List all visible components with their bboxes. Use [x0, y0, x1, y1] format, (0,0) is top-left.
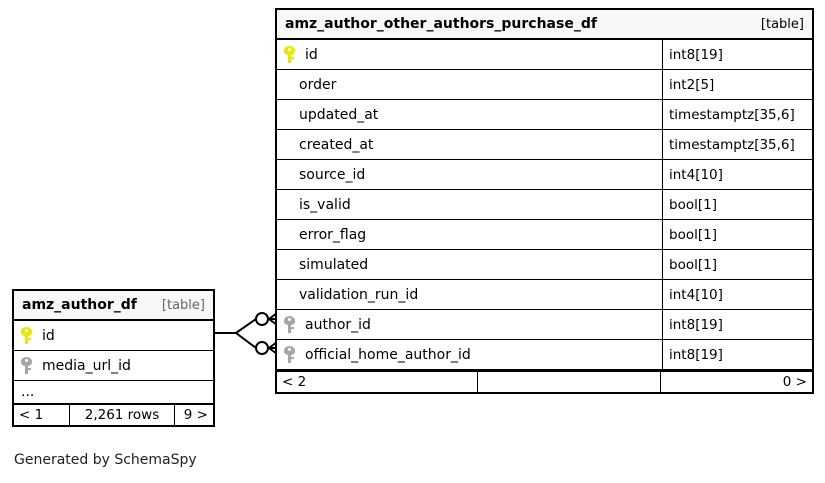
column-type: bool[1]: [662, 190, 812, 219]
table-row[interactable]: error_flag bool[1]: [277, 220, 812, 250]
more-columns-indicator: ...: [21, 384, 35, 400]
column-name-cell: official_home_author_id: [277, 340, 662, 369]
table-row[interactable]: official_home_author_id int8[19]: [277, 340, 812, 370]
table-header: amz_author_df [table]: [14, 291, 213, 321]
generated-by-caption: Generated by SchemaSpy: [14, 452, 197, 468]
footer-next-button[interactable]: 9 >: [174, 405, 213, 425]
column-label: author_id: [305, 316, 371, 333]
table-kind-label: [table]: [760, 16, 804, 32]
column-label: is_valid: [299, 196, 351, 213]
column-type: int8[19]: [662, 40, 812, 69]
table-kind-label: [table]: [161, 297, 205, 313]
relationship-line-author-id: [235, 318, 257, 334]
table-row[interactable]: media_url_id: [14, 351, 213, 381]
relationship-line-official-home-author-id: [235, 332, 257, 349]
column-name-cell: validation_run_id: [277, 280, 662, 309]
column-type: int8[19]: [662, 340, 812, 369]
column-type: int4[10]: [662, 280, 812, 309]
column-label: media_url_id: [42, 357, 131, 374]
footer-rows-label: 2,261 rows: [69, 405, 174, 425]
footer-rows-label: [477, 372, 660, 392]
footer-prev-button[interactable]: < 2: [282, 374, 307, 390]
column-label: created_at: [299, 136, 374, 153]
primary-key-icon: [21, 327, 32, 344]
optionality-circle-author-id: [255, 312, 269, 326]
column-label: error_flag: [299, 226, 367, 243]
table-row[interactable]: source_id int4[10]: [277, 160, 812, 190]
table-title: amz_author_other_authors_purchase_df: [285, 16, 597, 32]
foreign-key-icon: [21, 357, 32, 374]
column-type: int4[10]: [662, 160, 812, 189]
column-type: int2[5]: [662, 70, 812, 99]
column-name-cell: created_at: [277, 130, 662, 159]
column-name-cell: author_id: [277, 310, 662, 339]
table-row[interactable]: author_id int8[19]: [277, 310, 812, 340]
column-label: order: [299, 76, 337, 93]
column-name-cell: id: [14, 321, 213, 350]
column-label: id: [42, 327, 55, 344]
table-row[interactable]: created_at timestamptz[35,6]: [277, 130, 812, 160]
column-name-cell: is_valid: [277, 190, 662, 219]
column-label: id: [305, 46, 318, 63]
column-type: timestamptz[35,6]: [662, 130, 812, 159]
foreign-key-icon: [284, 346, 295, 363]
footer-next-button[interactable]: 0 >: [660, 372, 812, 392]
column-label: source_id: [299, 166, 366, 183]
column-name-cell: source_id: [277, 160, 662, 189]
table-amz-author-other-authors-purchase-df[interactable]: amz_author_other_authors_purchase_df [ta…: [275, 8, 814, 394]
table-header: amz_author_other_authors_purchase_df [ta…: [277, 10, 812, 40]
column-name-cell: id: [277, 40, 662, 69]
optionality-circle-official-home-author-id: [255, 341, 269, 355]
column-type: bool[1]: [662, 220, 812, 249]
table-amz-author-df[interactable]: amz_author_df [table] id media_url_id ..…: [12, 289, 215, 427]
column-name-cell: updated_at: [277, 100, 662, 129]
foreign-key-icon: [284, 316, 295, 333]
column-label: updated_at: [299, 106, 379, 123]
column-name-cell: error_flag: [277, 220, 662, 249]
footer-prev-button[interactable]: < 1: [19, 407, 44, 423]
column-type: int8[19]: [662, 310, 812, 339]
table-row[interactable]: id int8[19]: [277, 40, 812, 70]
table-row[interactable]: order int2[5]: [277, 70, 812, 100]
primary-key-icon: [284, 46, 295, 63]
column-label: validation_run_id: [299, 286, 419, 303]
column-name-cell: simulated: [277, 250, 662, 279]
table-row[interactable]: updated_at timestamptz[35,6]: [277, 100, 812, 130]
column-label: official_home_author_id: [305, 346, 471, 363]
table-row[interactable]: id: [14, 321, 213, 351]
column-type: timestamptz[35,6]: [662, 100, 812, 129]
column-label: simulated: [299, 256, 369, 273]
table-title: amz_author_df: [22, 297, 137, 313]
table-row[interactable]: validation_run_id int4[10]: [277, 280, 812, 310]
column-name-cell: media_url_id: [14, 351, 213, 380]
table-footer: < 1 2,261 rows 9 >: [14, 403, 213, 425]
column-type: bool[1]: [662, 250, 812, 279]
column-name-cell: order: [277, 70, 662, 99]
table-footer: < 2 0 >: [277, 370, 812, 392]
table-row[interactable]: simulated bool[1]: [277, 250, 812, 280]
table-row[interactable]: is_valid bool[1]: [277, 190, 812, 220]
